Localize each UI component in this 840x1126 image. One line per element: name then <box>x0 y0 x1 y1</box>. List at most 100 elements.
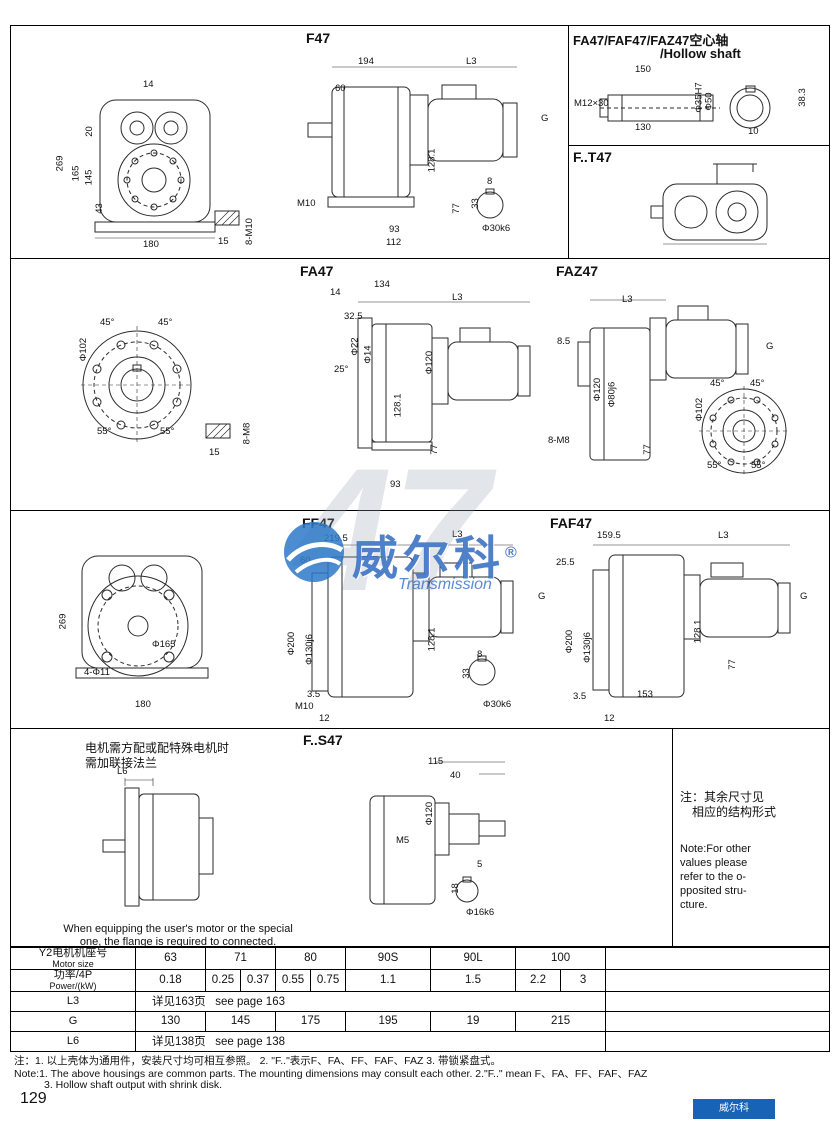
dim-label: 4-Φ11 <box>84 667 110 678</box>
f47-side-drawing <box>307 66 518 219</box>
dim-label: 40 <box>450 770 461 781</box>
table-cell: 0.55 <box>275 968 312 992</box>
dim-label: L3 <box>452 529 463 540</box>
divider <box>568 145 830 146</box>
dim-label: 269 <box>57 613 69 630</box>
table-cell: 3 <box>560 968 607 992</box>
dim-label: 20 <box>83 126 95 137</box>
dim-label: 180 <box>135 699 151 710</box>
dim-label: Φ16k6 <box>466 907 495 918</box>
dim-label: 55° <box>160 426 175 437</box>
dim-label: 14 <box>143 79 154 90</box>
table-cell: 71 <box>204 947 277 970</box>
power-label-en: Power/(kW) <box>49 980 97 991</box>
side-note-en-line2: values please <box>680 857 748 869</box>
table-cell: 100 <box>515 947 607 970</box>
fs47-drawing <box>369 761 506 905</box>
footnote-en1: Note:1. The above housings are common pa… <box>14 1068 648 1080</box>
dim-label: 5 <box>477 859 483 870</box>
dim-label: 128.1 <box>692 619 704 644</box>
dim-label: 128.1 <box>392 393 404 418</box>
dim-label: 12 <box>604 713 615 724</box>
dim-label: Φ102 <box>694 397 706 422</box>
panel-title-hollow-shaft-cn: FA47/FAF47/FAZ47空心轴 <box>573 33 729 48</box>
panel-title-ft47: F..T47 <box>573 149 612 165</box>
table-cell: 145 <box>204 1010 277 1032</box>
ff47-side-drawing <box>311 544 514 698</box>
dim-label: 8-M8 <box>241 422 253 445</box>
table-cell: 90S <box>345 947 432 970</box>
ff47-front-drawing <box>75 555 209 679</box>
dim-label: 43 <box>93 203 105 214</box>
ft47-drawing <box>650 163 768 245</box>
table-cell-filler <box>605 1010 830 1032</box>
dim-label: Φ80j6 <box>606 381 618 408</box>
dim-label: 55° <box>707 460 722 471</box>
dim-label: Φ130j6 <box>581 632 593 663</box>
l6-flange-drawing <box>102 778 214 907</box>
dim-label: L3 <box>622 294 633 305</box>
dim-label: 15 <box>209 447 220 458</box>
dim-label: 115 <box>428 756 444 767</box>
divider <box>672 728 673 947</box>
table-cell: 195 <box>345 1010 432 1032</box>
panel-title-faz47: FAZ47 <box>556 263 599 279</box>
l6-label: L6 <box>10 1030 136 1052</box>
dim-label: 45° <box>750 378 765 389</box>
flange-caption-line1: When equipping the user's motor or the s… <box>63 923 293 935</box>
l6-value-cn: 详见138页 <box>152 1036 206 1049</box>
dim-label: Φ165 <box>152 639 176 650</box>
drawing-area-border <box>10 25 830 947</box>
side-note-en-line5: cture. <box>680 899 708 911</box>
panel-title-f47: F47 <box>306 30 331 46</box>
dim-label: 60 <box>300 555 311 566</box>
table-cell: 215 <box>515 1010 607 1032</box>
dim-label: 10 <box>748 126 759 137</box>
dim-label: Φ14 <box>362 345 374 364</box>
table-cell: 1.1 <box>345 968 432 992</box>
dim-label: Φ200 <box>564 629 576 654</box>
dim-label: 159.5 <box>597 530 621 541</box>
dim-label: 145 <box>83 169 95 186</box>
dim-label: 93 <box>390 479 401 490</box>
dim-label: G <box>766 341 774 352</box>
dim-label: 32.5 <box>344 311 363 322</box>
table-cell-filler <box>605 968 830 992</box>
table-row-l6: L6 详见138页 see page 138 <box>10 1030 830 1052</box>
motor-size-label-cn: Y2电机机座号 <box>38 947 108 959</box>
divider <box>10 728 830 729</box>
dim-label: 60 <box>335 83 346 94</box>
l6-value-en: see page 138 <box>215 1036 285 1049</box>
dim-label: L3 <box>718 530 729 541</box>
dim-label: 219.5 <box>324 533 348 544</box>
dim-label: M10 <box>297 198 316 209</box>
panel-title-hollow-shaft-en: /Hollow shaft <box>660 46 741 61</box>
panel-title-faf47: FAF47 <box>550 515 593 531</box>
g-label: G <box>10 1010 136 1032</box>
dim-label: 25° <box>334 364 349 375</box>
table-row-power: 功率/4P Power/(kW) 0.18 0.25 0.37 0.55 0.7… <box>10 968 830 992</box>
dim-label: 130 <box>635 122 651 133</box>
f47-front-drawing <box>94 99 216 239</box>
table-cell: 90L <box>430 947 517 970</box>
dim-label: M12×30 <box>574 98 609 109</box>
motor-size-label: Y2电机机座号 Motor size <box>10 947 136 970</box>
side-note-cn-line2: 相应的结构形式 <box>692 805 777 819</box>
dim-label: M10 <box>295 701 314 712</box>
power-label-cn: 功率/4P <box>53 968 93 981</box>
dim-label: Φ120 <box>592 377 604 402</box>
l3-value: 详见163页 see page 163 <box>134 990 607 1012</box>
dim-label: 93 <box>389 224 400 235</box>
table-cell: 63 <box>135 947 206 970</box>
faz47-side-drawing <box>577 299 749 461</box>
dim-label: 3.5 <box>573 691 587 702</box>
dim-label: G <box>538 591 546 602</box>
table-cell: 19 <box>430 1010 517 1032</box>
table-row-l3: L3 详见163页 see page 163 <box>10 990 830 1012</box>
table-row-motor-size: Y2电机机座号 Motor size 63 71 80 90S 90L 100 <box>10 947 830 970</box>
dim-label: 33 <box>460 668 472 679</box>
table-cell-filler <box>605 1030 830 1052</box>
table-row-g: G 130 145 175 195 19 215 <box>10 1010 830 1032</box>
fa47-side-drawing <box>357 301 531 451</box>
dim-label: 15 <box>218 236 229 247</box>
